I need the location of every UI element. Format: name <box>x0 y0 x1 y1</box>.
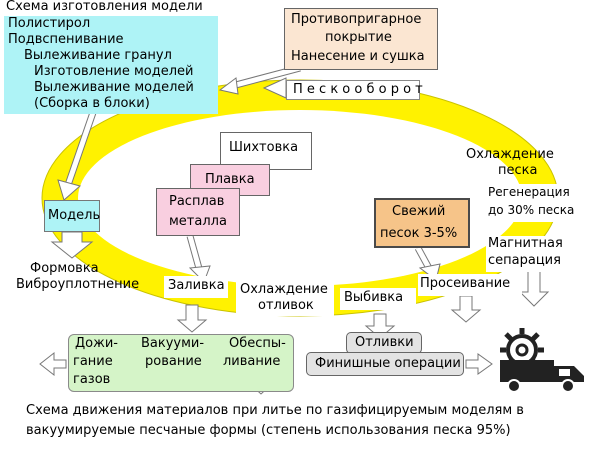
gas-processing-box: Дожи- гание газов Вакууми- рование Обесп… <box>68 334 294 392</box>
afterburning-line: газов <box>73 372 111 387</box>
sand-circulation-text: П е с к о о б о р о т <box>293 82 423 97</box>
coating-line: покрытие <box>325 30 392 45</box>
sand-cooling-label: Охлаждение <box>466 147 554 162</box>
sand-circulation-label: П е с к о о б о р о т <box>286 80 423 100</box>
magnetic-box: Магнитная сепарация <box>486 236 576 272</box>
model-label: Модель <box>48 208 101 223</box>
afterburning-line: гание <box>73 354 113 369</box>
model-step: Вылеживание моделей <box>34 80 194 95</box>
casting-cooling-line: отливок <box>258 298 314 313</box>
melt-box: Расплав металла <box>156 188 240 236</box>
arrow-model-down <box>50 231 94 259</box>
melt-line: Расплав <box>169 194 225 209</box>
model-step: Вылеживание гранул <box>24 48 172 63</box>
model-step: Полистирол <box>8 16 91 31</box>
pouring-label: Заливка <box>168 278 225 293</box>
vacuuming-line: Вакууми- <box>141 336 205 351</box>
model-step: Изготовление моделей <box>34 64 194 79</box>
arrow-pouring-down <box>176 304 208 333</box>
caption-line: Схема движения материалов при литье по г… <box>26 403 524 418</box>
arrow-magnetic-down <box>518 269 550 307</box>
page-title: Схема изготовления модели <box>6 0 203 14</box>
casting-cooling-line: Охлаждение <box>240 282 328 297</box>
dedusting-line: Обеспы- <box>229 336 286 351</box>
molding-label: Формовка <box>30 261 99 276</box>
afterburning-line: Дожи- <box>75 336 118 351</box>
melting-label: Плавка <box>205 172 255 187</box>
model-steps-box: Полистирол Подвспенивание Вылеживание гр… <box>4 16 218 114</box>
regeneration-line: до 30% песка <box>488 203 575 217</box>
pouring-box: Заливка <box>164 276 228 298</box>
coating-line: Нанесение и сушка <box>291 49 425 64</box>
molding-label: Виброуплотнение <box>16 277 140 292</box>
fresh-sand-box: Свежий песок 3-5% <box>374 198 470 248</box>
coating-box: Противопригарное покрытие Нанесение и су… <box>284 8 438 70</box>
castings-box: Отливки <box>346 332 422 354</box>
arrow-sifting-down <box>450 295 482 323</box>
sand-cooling-label: песка <box>498 163 538 178</box>
magnetic-line: Магнитная <box>488 236 563 251</box>
charging-label: Шихтовка <box>229 140 299 155</box>
fresh-sand-line: Свежий <box>392 204 446 219</box>
regeneration-box: Регенерация до 30% песка <box>486 184 596 222</box>
knockout-label: Выбивка <box>344 290 404 305</box>
model-step: (Сборка в блоки) <box>34 96 150 111</box>
dedusting-line: ливание <box>223 354 281 369</box>
melt-line: металла <box>169 214 227 229</box>
vacuuming-line: рование <box>145 354 202 369</box>
model-box: Модель <box>44 200 100 232</box>
coating-line: Противопригарное <box>291 12 422 27</box>
knockout-box: Выбивка <box>340 288 416 310</box>
finishing-label: Финишные операции <box>315 356 461 371</box>
fresh-sand-line: песок 3-5% <box>380 226 458 241</box>
caption-line: вакуумируемые песчаные формы (степень ис… <box>26 423 511 438</box>
sifting-label: Просеивание <box>420 276 511 291</box>
castings-label: Отливки <box>355 335 414 350</box>
finishing-box: Финишные операции <box>306 352 464 376</box>
magnetic-line: сепарация <box>488 253 561 268</box>
casting-cooling-box: Охлаждение отливок <box>236 282 334 316</box>
arrow-to-truck <box>465 353 493 375</box>
arrow-gas-left <box>39 351 67 377</box>
sifting-box: Просеивание <box>418 274 522 296</box>
regeneration-line: Регенерация <box>488 185 570 199</box>
model-step: Подвспенивание <box>8 32 124 47</box>
